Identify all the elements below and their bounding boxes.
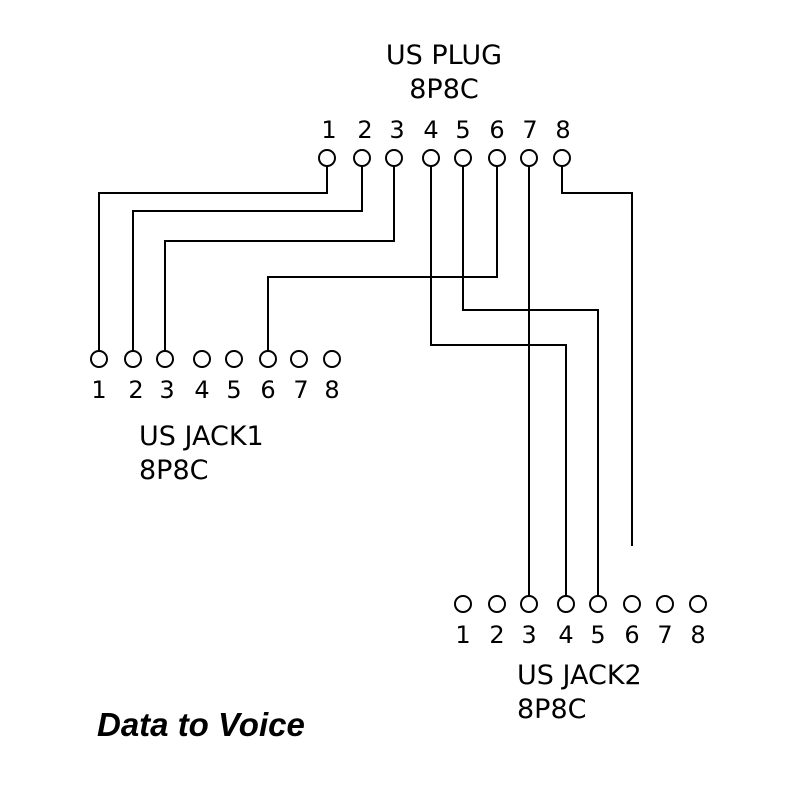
jack1-pin-label-4: 4: [194, 376, 209, 404]
wire-plug3-jack1-3: [164, 166, 395, 351]
jack2-pin-label-1: 1: [455, 621, 470, 649]
us-plug: US PLUG 8P8C 1 2 3 4 5 6 7 8: [318, 40, 571, 167]
plug-pin-8: [553, 149, 571, 167]
plug-pin-6: [488, 149, 506, 167]
jack2-pin-5: [589, 595, 607, 613]
jack1-pin-label-1: 1: [91, 376, 106, 404]
jack2-pin-label-2: 2: [489, 621, 504, 649]
plug-pin-label-2: 2: [357, 116, 372, 144]
plug-pin-label-4: 4: [423, 116, 438, 144]
plug-pin-label-8: 8: [555, 116, 570, 144]
us-jack1: 1 2 3 4 5 6 7 8 US JACK1 8P8C: [90, 350, 341, 486]
jack1-pin-7: [290, 350, 308, 368]
plug-pin-2: [353, 149, 371, 167]
jack1-pin-8: [323, 350, 341, 368]
wire-plug8-unterminated: [561, 166, 633, 546]
wire-plug4-jack2-4: [430, 166, 567, 596]
jack2-pin-2: [488, 595, 506, 613]
wire-plug2-jack1-2: [132, 166, 363, 351]
plug-pin-7: [520, 149, 538, 167]
jack2-pin-7: [656, 595, 674, 613]
plug-pin-4: [422, 149, 440, 167]
plug-pin-label-6: 6: [489, 116, 504, 144]
plug-pin-5: [454, 149, 472, 167]
jack1-pin-label-2: 2: [128, 376, 143, 404]
wire-plug5-jack2-5: [462, 166, 599, 596]
jack2-pin-1: [454, 595, 472, 613]
jack1-pin-5: [225, 350, 243, 368]
jack1-pin-label-5: 5: [226, 376, 241, 404]
jack2-type: 8P8C: [517, 694, 587, 725]
jack2-pin-label-8: 8: [690, 621, 705, 649]
jack1-pin-1: [90, 350, 108, 368]
jack1-title: US JACK1: [139, 421, 264, 452]
jack1-type: 8P8C: [139, 455, 209, 486]
wire-plug6-jack1-6: [267, 166, 498, 351]
jack1-pin-6: [259, 350, 277, 368]
jack1-pin-label-8: 8: [324, 376, 339, 404]
plug-pin-label-3: 3: [389, 116, 404, 144]
plug-pin-label-5: 5: [455, 116, 470, 144]
jack1-pin-label-7: 7: [293, 376, 308, 404]
jack2-title: US JACK2: [517, 660, 642, 691]
jack1-pin-label-3: 3: [159, 376, 174, 404]
jack2-pin-label-4: 4: [558, 621, 573, 649]
plug-pin-label-7: 7: [522, 116, 537, 144]
jack2-pin-4: [557, 595, 575, 613]
jack1-pin-4: [193, 350, 211, 368]
us-jack2: 1 2 3 4 5 6 7 8 US JACK2 8P8C: [454, 595, 707, 725]
diagram-caption: Data to Voice: [97, 706, 305, 743]
plug-pin-1: [318, 149, 336, 167]
plug-pin-label-1: 1: [321, 116, 336, 144]
jack1-pin-label-6: 6: [260, 376, 275, 404]
plug-title: US PLUG: [386, 40, 502, 71]
jack2-pin-3: [520, 595, 538, 613]
jack2-pin-label-3: 3: [521, 621, 536, 649]
wires: [98, 166, 633, 596]
jack2-pin-8: [689, 595, 707, 613]
plug-pin-3: [385, 149, 403, 167]
jack2-pin-label-6: 6: [624, 621, 639, 649]
jack2-pin-6: [623, 595, 641, 613]
jack2-pin-label-7: 7: [657, 621, 672, 649]
wire-plug1-jack1-1: [98, 166, 328, 351]
jack2-pin-label-5: 5: [590, 621, 605, 649]
jack1-pin-3: [156, 350, 174, 368]
plug-type: 8P8C: [409, 74, 479, 105]
jack1-pin-2: [124, 350, 142, 368]
